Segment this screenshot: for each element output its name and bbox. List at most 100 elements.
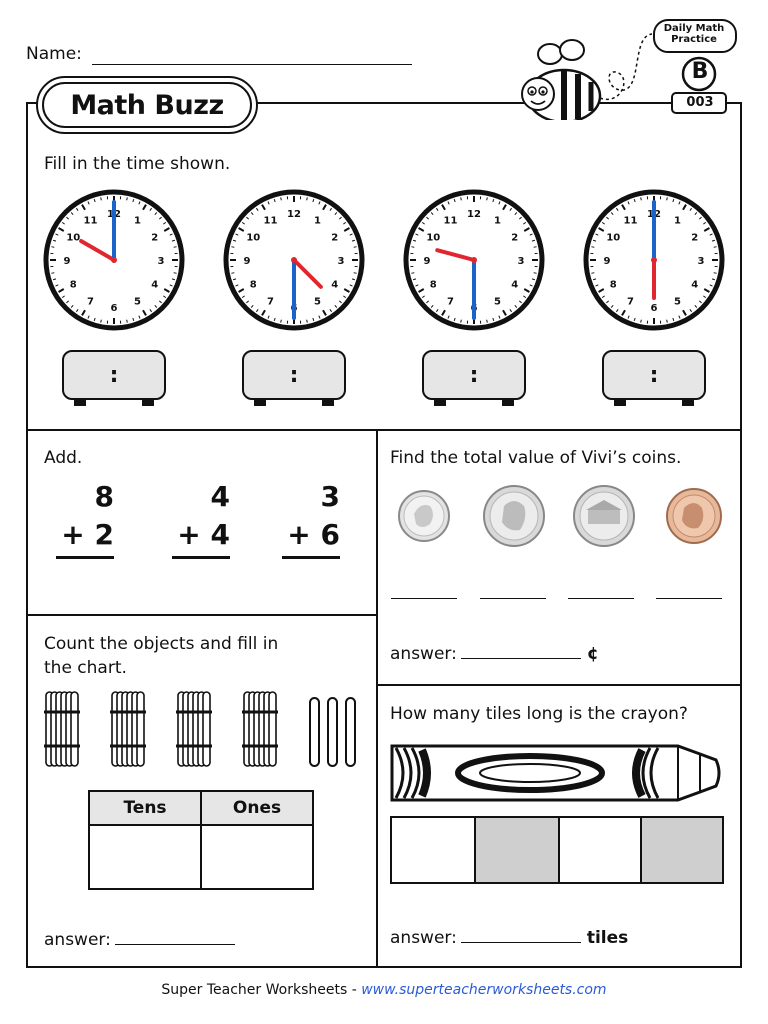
clock-number: 7 bbox=[627, 297, 634, 308]
time-answer-box[interactable]: : bbox=[242, 350, 346, 400]
clock-number: 1 bbox=[494, 215, 501, 226]
crayon-prompt: How many tiles long is the crayon? bbox=[390, 704, 688, 724]
footer-text: Super Teacher Worksheets - bbox=[161, 982, 362, 998]
clock-face-icon: 121234567891011 bbox=[403, 189, 545, 331]
count-answer: answer: bbox=[44, 930, 235, 950]
clock-number: 5 bbox=[674, 297, 681, 308]
clock-face-icon: 121234567891011 bbox=[223, 189, 365, 331]
hour-hand bbox=[292, 258, 323, 289]
clock-number: 4 bbox=[331, 280, 338, 291]
clock-number: 8 bbox=[610, 280, 617, 291]
clock-number: 6 bbox=[651, 303, 658, 314]
clock-number: 4 bbox=[151, 280, 158, 291]
clock-number: 5 bbox=[314, 297, 321, 308]
clock-number: 2 bbox=[511, 233, 518, 244]
clock-number: 9 bbox=[244, 256, 251, 267]
crayon-answer: answer:tiles bbox=[390, 928, 628, 948]
time-box-foot bbox=[322, 400, 334, 406]
clock-number: 1 bbox=[314, 215, 321, 226]
time-box-foot bbox=[74, 400, 86, 406]
footer: Super Teacher Worksheets - www.superteac… bbox=[0, 982, 768, 998]
tens-cell[interactable] bbox=[88, 824, 202, 890]
clock-number: 2 bbox=[331, 233, 338, 244]
addend-bottom: + 2 bbox=[61, 518, 114, 551]
time-box-foot bbox=[682, 400, 694, 406]
addend-bottom: + 4 bbox=[177, 518, 230, 551]
clock-number: 3 bbox=[698, 256, 705, 267]
clock-number: 1 bbox=[134, 215, 141, 226]
clock-number: 6 bbox=[111, 303, 118, 314]
clock-number: 9 bbox=[424, 256, 431, 267]
cents-unit: ¢ bbox=[586, 644, 599, 664]
clock-number: 1 bbox=[674, 215, 681, 226]
clock-number: 4 bbox=[691, 280, 698, 291]
ten-stick-bundle-icon bbox=[44, 691, 80, 767]
clock-number: 9 bbox=[604, 256, 611, 267]
coins-answer-blank[interactable] bbox=[460, 644, 581, 659]
badge-level: B bbox=[691, 59, 709, 84]
clock-number: 10 bbox=[426, 233, 440, 244]
divider-vertical bbox=[376, 429, 378, 966]
clock-number: 2 bbox=[691, 233, 698, 244]
badge-title: Daily Math Practice bbox=[656, 23, 732, 45]
time-answer-box[interactable]: : bbox=[62, 350, 166, 400]
tens-header: Tens bbox=[88, 790, 202, 826]
time-answer-box[interactable]: : bbox=[602, 350, 706, 400]
crayon-answer-blank[interactable] bbox=[460, 928, 581, 943]
count-prompt-line-1: Count the objects and fill in bbox=[44, 634, 279, 654]
clock-number: 3 bbox=[158, 256, 165, 267]
penny-coin-icon bbox=[666, 488, 722, 544]
clock-number: 12 bbox=[287, 209, 301, 220]
ones-header: Ones bbox=[200, 790, 314, 826]
clock-number: 10 bbox=[246, 233, 260, 244]
tile-2 bbox=[474, 816, 560, 884]
time-answer-box[interactable]: : bbox=[422, 350, 526, 400]
ones-cell[interactable] bbox=[200, 824, 314, 890]
clock-number: 10 bbox=[606, 233, 620, 244]
single-stick-icon bbox=[345, 697, 356, 767]
coins-prompt: Find the total value of Vivi’s coins. bbox=[390, 448, 682, 468]
tens-ones-table: Tens Ones bbox=[88, 790, 314, 890]
name-input-line[interactable] bbox=[92, 64, 412, 65]
title-frame: Math Buzz bbox=[36, 76, 258, 134]
clock-number: 11 bbox=[624, 215, 638, 226]
coin-blank-3[interactable] bbox=[568, 598, 634, 599]
ten-stick-bundle-icon bbox=[242, 691, 278, 767]
clock-number: 7 bbox=[87, 297, 94, 308]
clock-number: 11 bbox=[444, 215, 458, 226]
add-prompt: Add. bbox=[44, 448, 83, 468]
clock-number: 5 bbox=[134, 297, 141, 308]
clock-face-icon: 121234567891011 bbox=[583, 189, 725, 331]
nickel-coin-icon bbox=[483, 485, 545, 547]
addend-top: 4 bbox=[210, 480, 230, 513]
count-answer-blank[interactable] bbox=[114, 930, 235, 945]
bee-mascot-icon bbox=[521, 19, 737, 120]
clock-number: 12 bbox=[467, 209, 481, 220]
clock-number: 7 bbox=[447, 297, 454, 308]
dime-coin-icon bbox=[398, 490, 450, 542]
coin-blank-1[interactable] bbox=[391, 598, 457, 599]
count-prompt-line-2: the chart. bbox=[44, 658, 127, 678]
clock-number: 10 bbox=[66, 233, 80, 244]
crayon-icon bbox=[390, 744, 721, 802]
single-stick-icon bbox=[327, 697, 338, 767]
hour-hand bbox=[79, 239, 116, 262]
name-label: Name: bbox=[26, 44, 82, 64]
addend-top: 8 bbox=[94, 480, 114, 513]
time-box-foot bbox=[502, 400, 514, 406]
footer-link[interactable]: www.superteacherworksheets.com bbox=[361, 982, 607, 998]
coin-blank-2[interactable] bbox=[480, 598, 546, 599]
sticks-icon bbox=[44, 691, 356, 767]
tile-1 bbox=[390, 816, 476, 884]
sum-line bbox=[172, 556, 230, 559]
divider-add bbox=[28, 614, 377, 616]
time-prompt: Fill in the time shown. bbox=[44, 154, 231, 174]
divider-time bbox=[28, 429, 740, 431]
coin-blank-4[interactable] bbox=[656, 598, 722, 599]
clock-number: 7 bbox=[267, 297, 274, 308]
worksheet-frame bbox=[26, 102, 742, 968]
clock-number: 8 bbox=[250, 280, 257, 291]
coins-answer-label: answer: bbox=[390, 644, 457, 664]
divider-coins bbox=[377, 684, 740, 686]
clock-number: 11 bbox=[264, 215, 278, 226]
